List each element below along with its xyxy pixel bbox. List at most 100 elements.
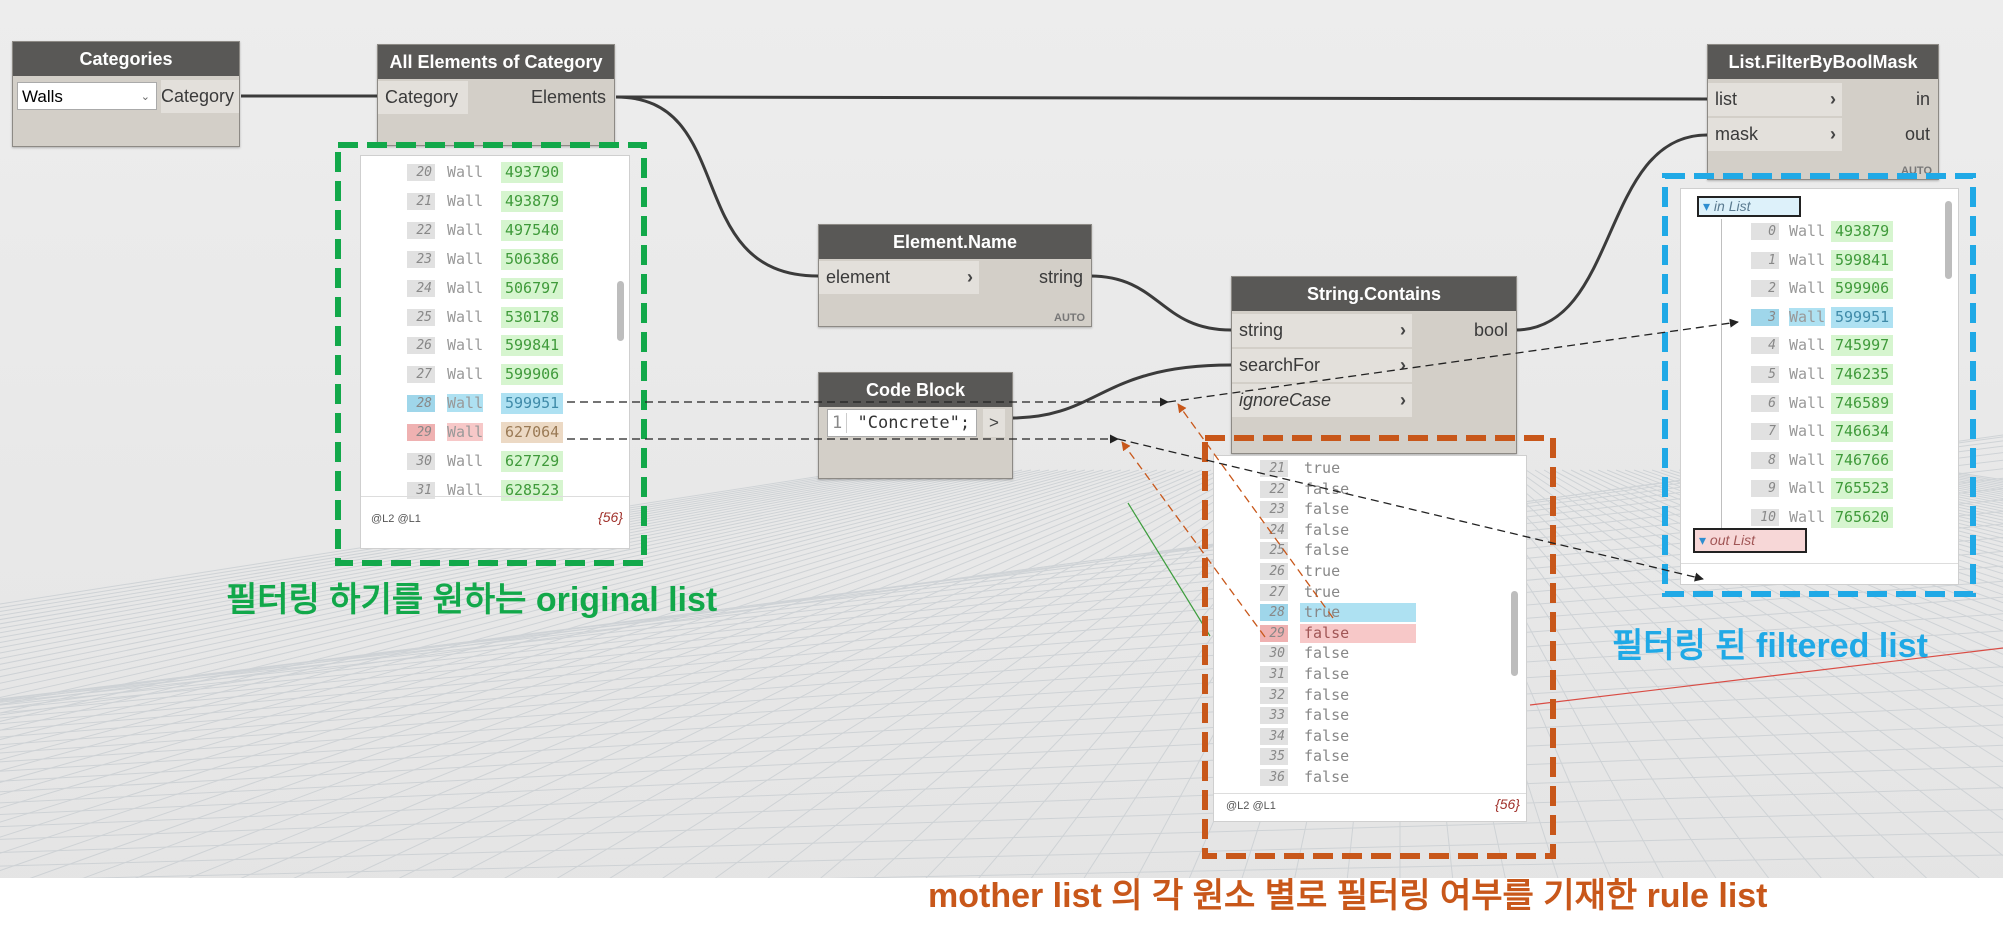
item-index: 32 xyxy=(1260,686,1288,704)
code-editor[interactable]: 1 "Concrete"; xyxy=(827,409,977,437)
chevron-right-icon: › xyxy=(1400,320,1406,340)
item-index: 22 xyxy=(407,221,435,239)
item-type: Wall xyxy=(1789,222,1826,240)
item-index: 9 xyxy=(1751,480,1779,498)
chevron-right-icon: › xyxy=(1830,124,1836,144)
port-label: searchFor xyxy=(1239,355,1321,375)
output-port-out[interactable]: out xyxy=(1904,124,1930,144)
in-list-header[interactable]: ▾ in List xyxy=(1697,196,1801,217)
filter-by-bool-mask-node[interactable]: List.FilterByBoolMask list › mask › in o… xyxy=(1707,44,1939,180)
item-value: false xyxy=(1304,726,1350,745)
item-type: Wall xyxy=(1789,422,1826,441)
item-value: false xyxy=(1304,500,1350,519)
category-dropdown[interactable]: Walls ⌄ xyxy=(17,82,157,110)
item-index: 36 xyxy=(1260,769,1288,786)
item-index: 7 xyxy=(1751,423,1779,441)
item-value: true xyxy=(1304,562,1341,580)
port-label: string xyxy=(1239,320,1284,340)
rule-list-label: mother list 의 각 원소 별로 필터링 여부를 기재한 rule l… xyxy=(928,877,1768,915)
item-value: 493879 xyxy=(501,190,564,212)
item-index: 34 xyxy=(1260,727,1288,745)
output-port-elements[interactable]: Elements xyxy=(530,87,606,107)
item-value: true xyxy=(1300,603,1416,623)
node-title: Element.Name xyxy=(819,225,1091,259)
categories-node[interactable]: Categories Walls ⌄ Category xyxy=(12,41,240,147)
out-list-header[interactable]: ▾ out List xyxy=(1693,528,1807,553)
string-contains-node[interactable]: String.Contains string › searchFor › ign… xyxy=(1231,276,1517,454)
item-type: Wall xyxy=(447,307,484,326)
item-index: 6 xyxy=(1751,394,1779,412)
item-index: 26 xyxy=(1260,563,1288,580)
item-index: 23 xyxy=(1260,501,1288,519)
item-index: 23 xyxy=(407,250,435,268)
input-port-category[interactable]: Category xyxy=(378,81,468,114)
item-value: false xyxy=(1304,706,1350,725)
item-index: 27 xyxy=(407,366,435,384)
filtered-list-label: 필터링 된 filtered list xyxy=(1612,627,1928,665)
output-port-category[interactable]: Category xyxy=(161,80,239,113)
code-block-node[interactable]: Code Block 1 "Concrete"; > xyxy=(818,372,1013,479)
line-number: 1 xyxy=(828,413,848,433)
item-index: 20 xyxy=(407,164,435,181)
item-index: 8 xyxy=(1751,451,1779,469)
item-index: 21 xyxy=(407,192,435,210)
output-port-in[interactable]: in xyxy=(1915,89,1930,109)
item-type: Wall xyxy=(1789,250,1826,269)
item-value: 497540 xyxy=(501,219,564,241)
collapse-icon[interactable]: ▾ xyxy=(1699,532,1707,548)
collapse-icon[interactable]: ▾ xyxy=(1703,198,1711,214)
input-port-search-for[interactable]: searchFor › xyxy=(1232,349,1412,382)
item-type: Wall xyxy=(447,423,484,442)
scrollbar[interactable] xyxy=(1945,201,1952,279)
item-value: 506797 xyxy=(501,277,564,299)
item-value: 530178 xyxy=(501,306,564,328)
input-port-element[interactable]: element › xyxy=(819,261,979,294)
item-value: 746634 xyxy=(1831,421,1894,443)
item-type: Wall xyxy=(1789,336,1826,355)
input-port-list[interactable]: list › xyxy=(1708,83,1842,116)
item-value: true xyxy=(1304,459,1341,477)
preview-footer xyxy=(1681,563,1958,585)
element-name-node[interactable]: Element.Name element › string AUTO xyxy=(818,224,1092,327)
item-value: false xyxy=(1304,644,1350,663)
scrollbar[interactable] xyxy=(617,281,624,341)
list-levels: @L2 @L1 xyxy=(1226,800,1276,812)
output-port-code[interactable]: > xyxy=(983,409,1005,437)
item-value: 765523 xyxy=(1831,478,1894,500)
item-value: 599906 xyxy=(501,364,564,386)
port-label: ignoreCase xyxy=(1239,390,1332,410)
input-port-string[interactable]: string › xyxy=(1232,314,1412,347)
input-port-ignore-case[interactable]: ignoreCase › xyxy=(1232,384,1412,417)
item-index: 10 xyxy=(1751,509,1779,526)
port-label: element xyxy=(826,267,891,287)
item-value: 493790 xyxy=(501,162,564,183)
item-value: 746235 xyxy=(1831,364,1894,385)
auto-badge: AUTO xyxy=(1054,312,1085,324)
item-type: Wall xyxy=(1789,450,1826,469)
item-type: Wall xyxy=(447,336,484,355)
scrollbar[interactable] xyxy=(1511,591,1518,676)
item-type: Wall xyxy=(447,365,484,384)
output-port-string[interactable]: string xyxy=(1038,267,1083,287)
item-value: 599841 xyxy=(501,335,564,357)
dropdown-value: Walls xyxy=(22,87,63,106)
item-index: 21 xyxy=(1260,460,1288,477)
output-port-bool[interactable]: bool xyxy=(1473,320,1508,340)
all-elements-node[interactable]: All Elements of Category Category Elemen… xyxy=(377,44,615,146)
input-port-mask[interactable]: mask › xyxy=(1708,118,1842,151)
